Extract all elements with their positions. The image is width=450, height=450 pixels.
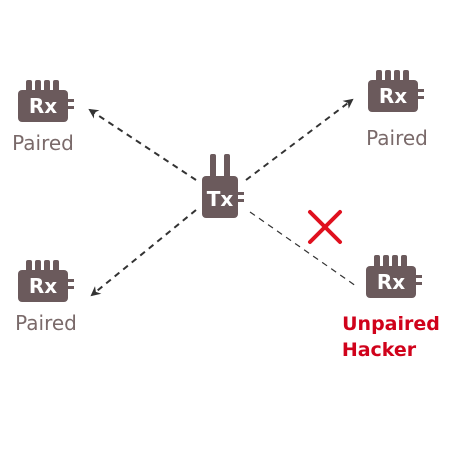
transmitter-device: Tx [202, 154, 244, 218]
receiver-device-top-right: Rx Paired [366, 70, 428, 150]
receiver-icon [18, 260, 74, 302]
hacker-status-line1: Unpaired [342, 313, 440, 335]
receiver-status: Paired [366, 126, 428, 150]
link-arrow-top-right [245, 98, 354, 181]
link-arrow-top-left [88, 108, 197, 181]
receiver-status: Paired [12, 131, 74, 155]
receiver-icon [18, 80, 74, 122]
cross-icon [308, 210, 342, 244]
transmitter-icon [202, 154, 244, 218]
receiver-icon [368, 70, 424, 112]
receiver-device-bottom-left: Rx Paired [15, 260, 77, 335]
hacker-status-line2: Hacker [342, 339, 417, 361]
receiver-device-top-left: Rx Paired [12, 80, 74, 155]
hacker-label: Rx [377, 270, 405, 294]
receiver-icon [366, 255, 422, 298]
hacker-device: Rx Unpaired Hacker [342, 255, 440, 361]
receiver-label: Rx [379, 84, 407, 108]
receiver-status: Paired [15, 311, 77, 335]
link-line-hacker [249, 211, 357, 287]
transmitter-label: Tx [207, 187, 234, 211]
receiver-label: Rx [29, 274, 57, 298]
link-arrow-bottom-left [90, 209, 197, 297]
receiver-label: Rx [29, 94, 57, 118]
